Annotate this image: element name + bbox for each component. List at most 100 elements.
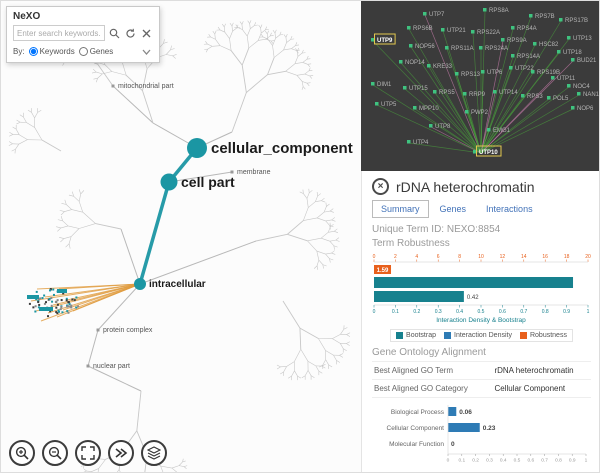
network-node-label[interactable]: NOC4 [573, 84, 590, 90]
network-node-label[interactable]: UTP5 [381, 102, 397, 108]
network-node-label[interactable]: POL5 [553, 96, 569, 102]
network-node-label[interactable]: RPS8A [489, 8, 509, 14]
layers-button[interactable] [141, 440, 167, 466]
network-node-label[interactable]: RPS19B [537, 70, 560, 76]
network-node[interactable] [493, 90, 497, 94]
network-node-label[interactable]: RPS5 [439, 90, 455, 96]
genes-radio-input[interactable] [78, 47, 88, 56]
network-node-label[interactable]: UTP13 [573, 36, 592, 42]
tree-node[interactable] [96, 328, 100, 332]
search-input[interactable] [13, 25, 105, 41]
network-node-label[interactable]: HSC82 [539, 42, 559, 48]
tree-node-label[interactable]: cell part [181, 174, 235, 190]
network-node[interactable] [407, 140, 411, 144]
network-node[interactable] [577, 92, 581, 96]
network-node[interactable] [559, 18, 563, 22]
network-node[interactable] [465, 110, 469, 114]
keywords-radio[interactable]: Keywords [28, 47, 75, 56]
network-node[interactable] [371, 82, 375, 86]
network-node-label[interactable]: DIM1 [377, 82, 392, 88]
network-node[interactable] [511, 54, 515, 58]
network-node[interactable] [413, 106, 417, 110]
network-node-label[interactable]: RPS13 [461, 72, 481, 78]
network-node-label[interactable]: NOP56 [415, 44, 435, 50]
network-node-label[interactable]: EMG1 [493, 128, 511, 134]
zoom-fit-button[interactable] [75, 440, 101, 466]
network-node-label[interactable]: MPP10 [419, 106, 439, 112]
network-node-label[interactable]: RPS11A [451, 46, 474, 52]
keywords-radio-input[interactable] [28, 47, 38, 56]
network-node-label[interactable]: NOP6 [577, 106, 594, 112]
tree-node[interactable] [134, 278, 146, 290]
tree-node-label[interactable]: mitochondrial part [118, 83, 174, 90]
tab-genes[interactable]: Genes [439, 204, 467, 214]
network-node-label[interactable]: RPS4A [517, 26, 537, 32]
clear-icon[interactable] [140, 27, 153, 40]
network-node-label[interactable]: RPS24A [485, 46, 508, 52]
tree-node[interactable] [86, 364, 90, 368]
network-node-label[interactable]: RPS6B [413, 26, 433, 32]
network-node-label[interactable]: UTP14 [499, 90, 518, 96]
network-node[interactable] [557, 50, 561, 54]
tab-interactions[interactable]: Interactions [486, 204, 533, 214]
network-node[interactable] [423, 12, 427, 16]
network-node-label[interactable]: UTP15 [409, 86, 428, 92]
network-node[interactable] [551, 76, 555, 80]
zoom-out-button[interactable] [42, 440, 68, 466]
network-node[interactable] [399, 60, 403, 64]
network-node[interactable] [407, 26, 411, 30]
network-node-label[interactable]: RPS17B [565, 18, 588, 24]
network-node-label[interactable]: RPS7B [535, 14, 555, 20]
network-node[interactable] [409, 44, 413, 48]
tree-node[interactable] [187, 138, 207, 158]
network-node[interactable] [481, 70, 485, 74]
network-node[interactable] [441, 28, 445, 32]
network-node-label[interactable]: UTP11 [557, 76, 576, 82]
tab-summary[interactable]: Summary [372, 200, 429, 218]
tree-node-label[interactable]: membrane [237, 169, 271, 176]
network-node[interactable] [501, 38, 505, 42]
network-node-label[interactable]: UTP9 [377, 38, 393, 44]
network-node[interactable] [403, 86, 407, 90]
tree-node-label[interactable]: nuclear part [93, 363, 130, 370]
search-icon[interactable] [108, 27, 121, 40]
network-node[interactable] [567, 84, 571, 88]
network-node[interactable] [533, 42, 537, 46]
network-node-label[interactable]: KRE33 [433, 64, 453, 70]
network-node-label[interactable]: PWP2 [471, 110, 489, 116]
tree-node-label[interactable]: intracellular [149, 279, 206, 290]
network-node-label[interactable]: RPS22A [477, 30, 500, 36]
network-node-label[interactable]: UTP18 [563, 50, 582, 56]
network-node[interactable] [487, 128, 491, 132]
network-node[interactable] [511, 26, 515, 30]
chevron-down-icon[interactable] [140, 45, 153, 58]
cluster-mini-label[interactable] [57, 289, 67, 293]
tree-node[interactable] [160, 173, 178, 191]
network-node-label[interactable]: UTP22 [515, 66, 534, 72]
network-node[interactable] [531, 70, 535, 74]
network-node-label[interactable]: UTP21 [447, 28, 466, 34]
network-node[interactable] [429, 124, 433, 128]
network-node-label[interactable]: BUD21 [577, 58, 597, 64]
network-node[interactable] [567, 36, 571, 40]
network-node[interactable] [445, 46, 449, 50]
network-node[interactable] [375, 102, 379, 106]
network-node[interactable] [473, 150, 477, 154]
network-node-label[interactable]: RPS9A [507, 38, 527, 44]
cluster-mini-label[interactable] [27, 295, 39, 299]
network-node-label[interactable]: UTP6 [487, 70, 503, 76]
network-node-label[interactable]: RPS14A [517, 54, 540, 60]
network-node[interactable] [455, 72, 459, 76]
genes-radio[interactable]: Genes [78, 47, 113, 56]
network-node-label[interactable]: UTP7 [429, 12, 445, 18]
tree-node-label[interactable]: cellular_component [211, 140, 353, 157]
network-node[interactable] [509, 66, 513, 70]
network-node[interactable] [463, 92, 467, 96]
tree-node-label[interactable]: protein complex [103, 327, 153, 334]
network-node-label[interactable]: NOP14 [405, 60, 425, 66]
tree-node[interactable] [111, 84, 115, 88]
reset-icon[interactable] [124, 27, 137, 40]
